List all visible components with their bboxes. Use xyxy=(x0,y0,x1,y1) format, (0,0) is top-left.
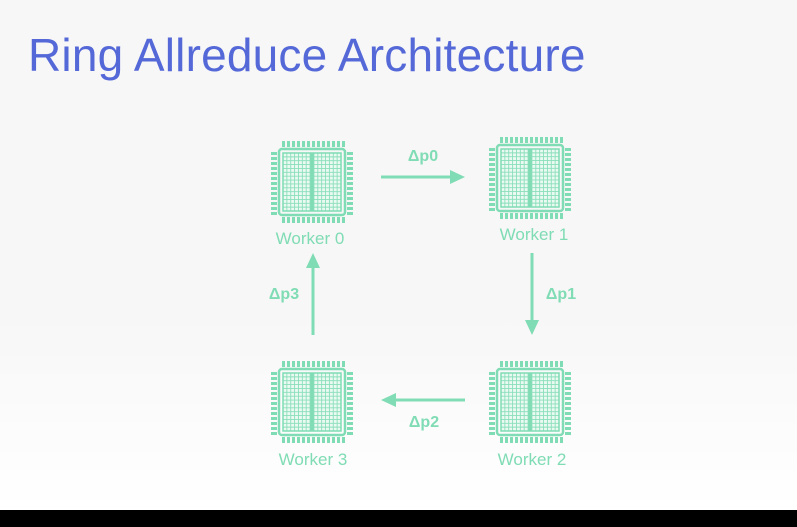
worker-1-label: Worker 1 xyxy=(499,225,569,244)
arrow-w3-to-w0 xyxy=(306,253,320,335)
arrow-w1-to-w2 xyxy=(525,253,539,335)
slide: Ring Allreduce Architecture Worker 0 Wor… xyxy=(0,0,797,510)
ring-arrows xyxy=(306,170,539,407)
arrow-w2-to-w3 xyxy=(381,393,465,407)
arrow-w0-to-w1 xyxy=(381,170,465,184)
worker-2-label: Worker 2 xyxy=(497,450,567,469)
worker-3-label: Worker 3 xyxy=(278,450,348,469)
video-bottom-bar xyxy=(0,510,797,527)
slide-title: Ring Allreduce Architecture xyxy=(28,29,586,81)
worker-0-label: Worker 0 xyxy=(275,229,345,248)
worker-3-chip-icon xyxy=(271,361,353,443)
transfer-label-dp0: Δp0 xyxy=(407,148,439,165)
worker-1-chip-icon xyxy=(489,137,571,219)
transfer-label-dp2: Δp2 xyxy=(408,414,440,431)
transfer-label-dp1: Δp1 xyxy=(545,286,577,303)
transfer-label-dp3: Δp3 xyxy=(268,286,300,303)
worker-2-chip-icon xyxy=(489,361,571,443)
worker-0-chip-icon xyxy=(271,141,353,223)
